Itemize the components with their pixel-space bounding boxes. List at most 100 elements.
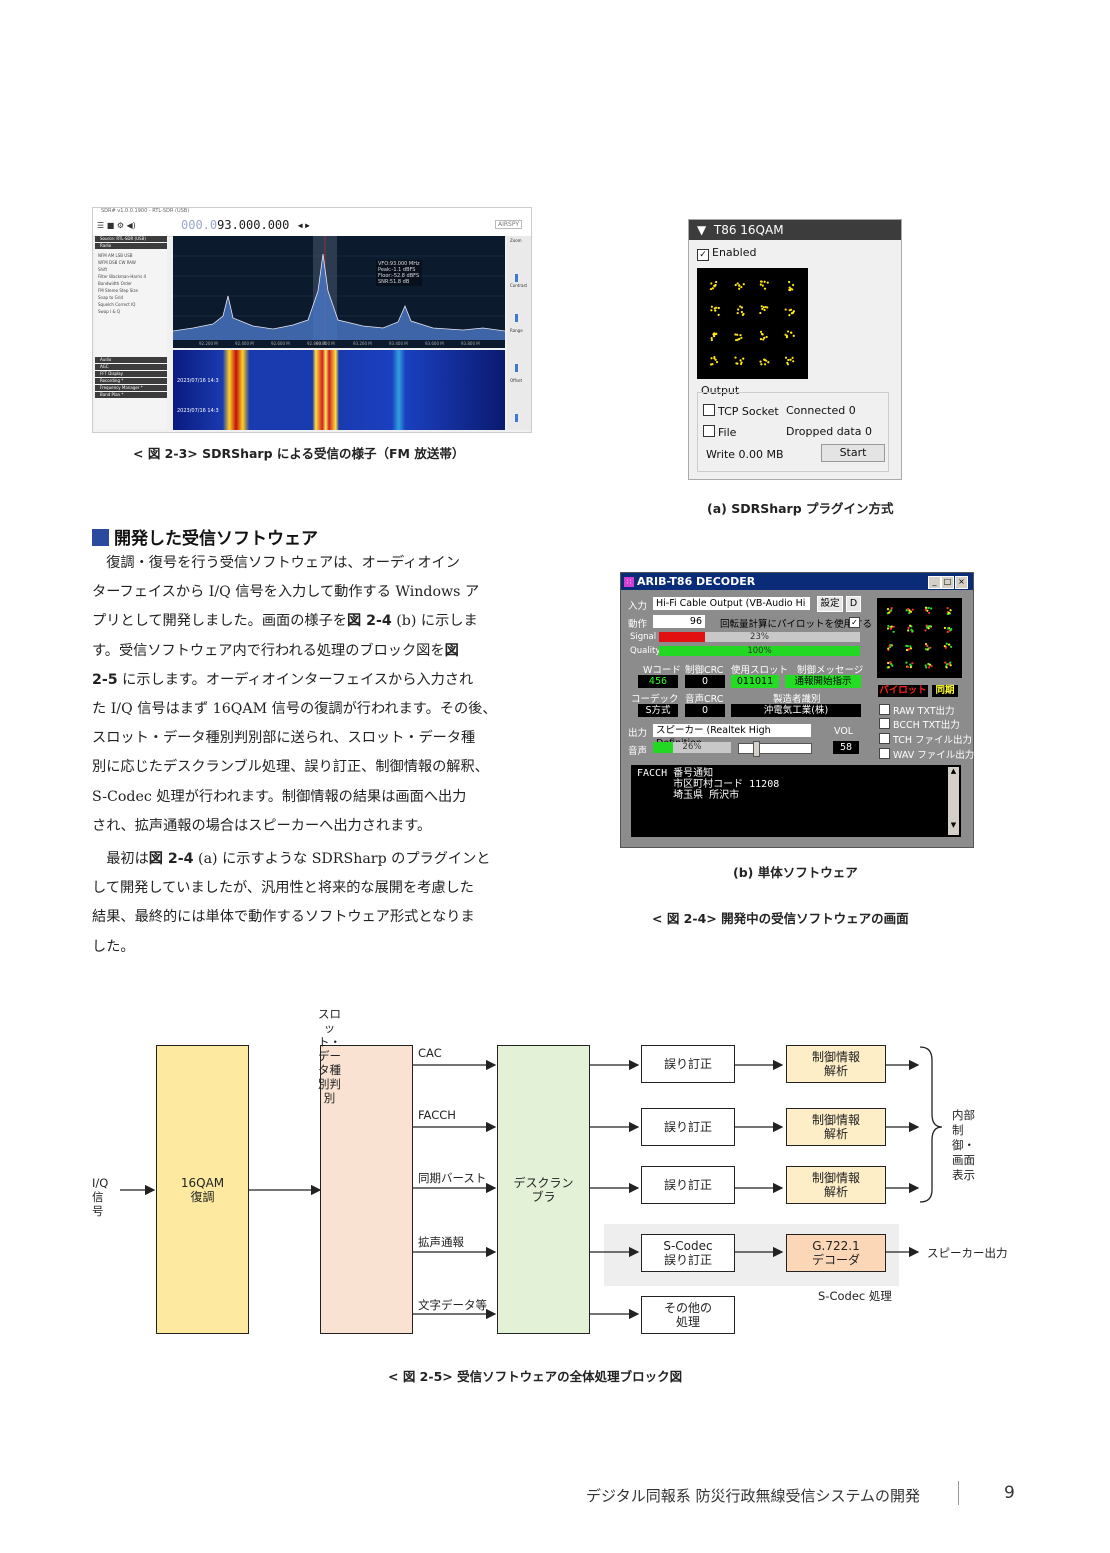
constellation-point [760, 332, 764, 336]
ecc-block: 誤り訂正 [641, 1108, 735, 1146]
constellation-point [710, 309, 713, 312]
input-select[interactable]: Hi-Fi Cable Output (VB-Audio Hi [653, 597, 810, 610]
constellation-point [949, 629, 952, 632]
sdr-side-panel: Source: RTL-SDR (USB) Radio NFM AM LSB U… [95, 236, 167, 429]
ctrlmsg-label: 制御メッセージ [797, 665, 864, 676]
footer-title: デジタル同報系 防災行政無線受信システムの開発 [586, 1487, 921, 1505]
volume-slider[interactable] [738, 741, 812, 757]
internal-control-label: 内部制御・ 画面表示 [952, 1108, 975, 1182]
side-header: Frequency Manager * [95, 385, 167, 391]
voicecrc-label: 音声CRC [685, 694, 724, 705]
constellation-point [928, 666, 931, 669]
constellation-point [949, 645, 953, 648]
constellation-point [886, 627, 890, 630]
connected-count: Connected 0 [786, 404, 856, 417]
channel-cac: CAC [418, 1046, 442, 1060]
constellation-point [928, 663, 932, 666]
maker-value: 沖電気工業(株) [731, 704, 861, 717]
constellation-point [784, 308, 787, 311]
constellation-point [762, 338, 765, 341]
ctrlcrc-label: 制御CRC [685, 665, 724, 676]
file-checkbox[interactable]: File [703, 425, 736, 439]
constellation-point [740, 306, 743, 309]
sdr-titlebar: SDR# v1.0.0.1900 - RTL-SDR (USB) [93, 208, 531, 216]
waterfall-svg [173, 350, 505, 430]
op-value: 96 [653, 615, 705, 628]
constellation-point [907, 629, 910, 632]
constellation-point [742, 312, 745, 316]
tch-file-checkbox[interactable] [879, 733, 890, 744]
section-marker [92, 529, 109, 546]
sdrsharp-screenshot: SDR# v1.0.0.1900 - RTL-SDR (USB) ☰ ■ ⚙ ◀… [92, 207, 532, 433]
constellation-point [788, 280, 791, 284]
constellation-point [759, 311, 762, 315]
pilot-badge: パイロット [878, 685, 928, 697]
slot-value: 011011 [731, 675, 779, 688]
settings-button[interactable]: 設定 [817, 596, 843, 612]
constellation-point [759, 283, 762, 286]
spectrum-svg [172, 236, 506, 340]
constellation-point [738, 284, 741, 287]
constellation-point [766, 281, 769, 284]
scodec-process-label: S-Codec 処理 [818, 1289, 892, 1303]
slot-title: スロット・ データ種別判別 [318, 1007, 341, 1105]
toolbar-icons: ☰ ■ ⚙ ◀) [97, 221, 136, 230]
app-icon: ∷ [624, 577, 634, 587]
maximize-button[interactable]: □ [941, 576, 954, 589]
voice-bar: 26% [653, 742, 731, 753]
log-scrollbar[interactable]: ▲ ▼ [948, 767, 959, 835]
constellation-point [742, 283, 745, 286]
side-header: FFT Display [95, 371, 167, 377]
constellation-point [763, 363, 767, 366]
constellation-point [715, 280, 718, 284]
t86-plugin-panel: ▼ T86 16QAM ✓Enabled Output TCP Socket C… [688, 219, 902, 480]
d-button[interactable]: D [846, 596, 861, 612]
constellation-point [926, 648, 929, 651]
constellation-point [763, 287, 767, 290]
minimize-button[interactable]: _ [928, 576, 941, 589]
close-button[interactable]: × [955, 576, 968, 589]
constellation-point [734, 356, 737, 359]
t86-header[interactable]: ▼ T86 16QAM [689, 220, 901, 240]
constellation-point [925, 644, 928, 647]
constellation-point [887, 647, 890, 650]
constellation-point [887, 661, 890, 665]
constellation-point [785, 336, 788, 339]
signal-bar: 23% [659, 632, 860, 642]
constellation-point [714, 309, 717, 312]
constellation-point [714, 283, 717, 287]
g722-decoder-block: G.722.1 デコーダ [786, 1234, 886, 1272]
constellation-point [946, 630, 949, 634]
constellation-point [767, 361, 770, 364]
constellation-point [929, 646, 932, 649]
constellation-point [943, 626, 947, 630]
constellation-point [930, 664, 933, 668]
constellation-point [924, 608, 927, 611]
constellation-point [945, 666, 948, 669]
channel-text-data: 文字データ等 [418, 1298, 487, 1312]
sync-badge: 同期 [932, 685, 958, 697]
constellation-point [892, 625, 895, 628]
side-header: Audio [95, 357, 167, 363]
constellation-point [887, 666, 890, 669]
pilot-checkbox[interactable]: ✓ [849, 617, 860, 628]
constellation-point [927, 627, 930, 630]
tcp-checkbox[interactable]: TCP Socket [703, 404, 779, 418]
vol-value: 58 [833, 741, 859, 754]
voice-bar-fill [653, 742, 674, 753]
constellation-point [709, 288, 713, 291]
ctrlmsg-value: 通報開始指示 [785, 675, 861, 688]
constellation-point [891, 664, 894, 667]
arib-constellation [877, 598, 962, 678]
raw-txt-checkbox[interactable] [879, 704, 890, 715]
constellation-point [889, 661, 892, 664]
constellation-point [890, 625, 893, 628]
constellation-point [712, 333, 715, 336]
wav-file-checkbox[interactable] [879, 748, 890, 759]
waterfall-timestamp: 2023/07/16 14:3 [177, 408, 219, 414]
fig24-caption: < 図 2-4> 開発中の受信ソフトウェアの画面 [652, 911, 909, 926]
start-button[interactable]: Start [821, 444, 885, 462]
enabled-checkbox[interactable]: ✓Enabled [697, 246, 756, 261]
bcch-txt-checkbox[interactable] [879, 718, 890, 729]
